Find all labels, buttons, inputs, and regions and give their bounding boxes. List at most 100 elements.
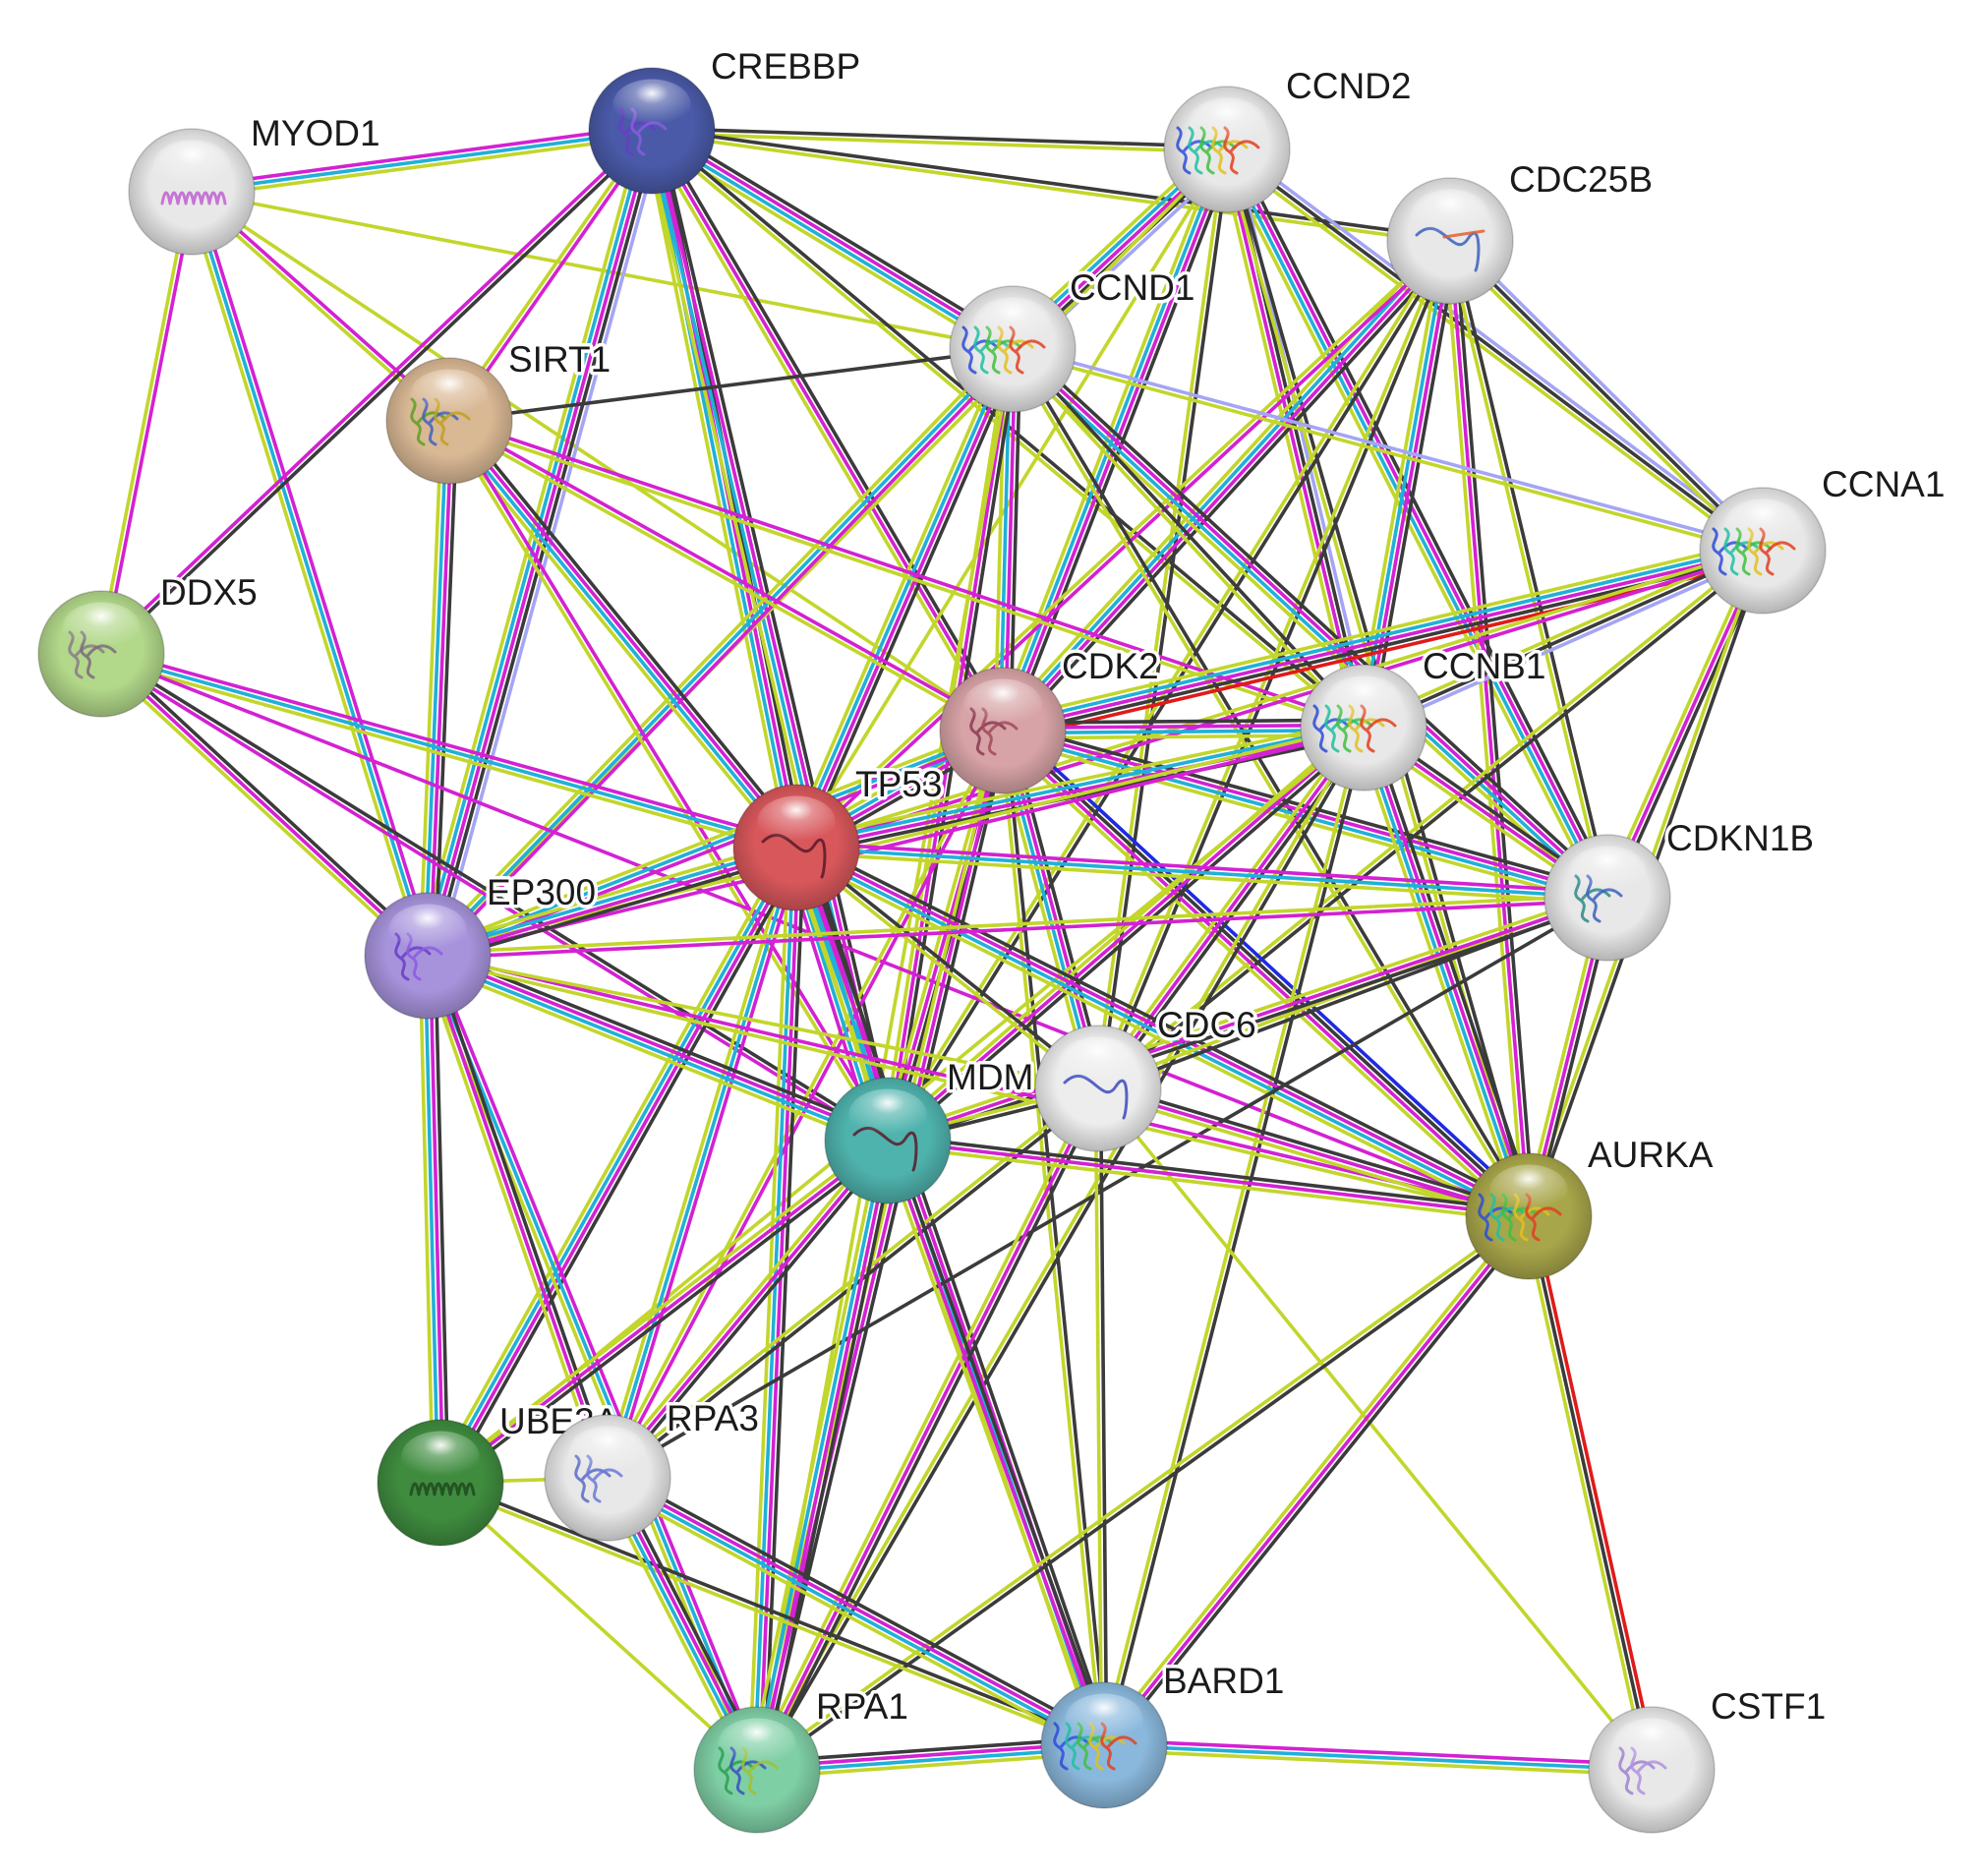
edge-cdc6-cstf1[interactable] (1096, 1086, 1654, 1772)
edge-evidence-text (425, 723, 1366, 956)
edge-cdc6-rpa1[interactable] (750, 1084, 1105, 1775)
edge-mdm2-bard1[interactable] (881, 1137, 1111, 1749)
edge-evidence-hom (1451, 235, 1769, 550)
edge-cdc25b-aurka[interactable] (1443, 238, 1536, 1219)
edge-crebbp-ddx5[interactable] (97, 127, 656, 658)
node-myod1[interactable]: MYOD1 (128, 109, 383, 256)
edge-mdm2-aurka[interactable] (885, 1134, 1532, 1223)
edge-ccnb1-mdm2[interactable] (882, 722, 1369, 1146)
node-label: RPA3 (667, 1398, 759, 1438)
edge-ccnd1-sirt1[interactable] (447, 347, 1015, 423)
node-aurka[interactable]: AURKA (1465, 1131, 1717, 1280)
edge-cdkn1b-rpa3[interactable] (606, 896, 1609, 1480)
edge-evidence-text (1096, 1086, 1654, 1772)
node-ccnd2[interactable]: CCND2 (1163, 62, 1415, 213)
edge-cdc6-aurka[interactable] (1094, 1082, 1533, 1223)
edge-evidence-text (885, 1143, 1531, 1223)
edge-crebbp-cdk2[interactable] (645, 126, 1010, 735)
edge-ddx5-ep300[interactable] (95, 648, 434, 962)
edge-sirt1-tp53[interactable] (441, 414, 804, 854)
node-ccna1[interactable]: CCNA1 (1699, 460, 1949, 615)
edge-ccnd1-ep300[interactable] (422, 343, 1019, 962)
node-sirt1[interactable]: SIRT1 (385, 335, 614, 485)
edge-evidence-coexp (447, 347, 1015, 423)
edge-aurka-cstf1[interactable] (1522, 1213, 1659, 1773)
edge-sirt1-ep300[interactable] (418, 418, 459, 959)
node-ccnd1[interactable]: CCND1 (949, 264, 1198, 413)
node-rpa1[interactable]: RPA1 (693, 1682, 911, 1834)
edge-cdk2-bard1[interactable] (998, 728, 1109, 1748)
edge-ccnd2-ep300[interactable] (426, 147, 1229, 958)
edge-tp53-ube3a[interactable] (432, 842, 805, 1489)
node-bard1[interactable]: BARD1 (1040, 1657, 1288, 1809)
edge-ep300-ube3a[interactable] (418, 954, 450, 1485)
edge-mdm2-rpa3[interactable] (602, 1135, 894, 1484)
edge-ccnd2-cdkn1b[interactable] (1218, 144, 1616, 904)
edge-myod1-cdk2[interactable] (190, 190, 1005, 733)
edge-cdc25b-cdkn1b[interactable] (1445, 238, 1612, 901)
edge-cdc6-bard1[interactable] (1093, 1086, 1109, 1747)
node-cdc6[interactable]: CDC6 (1034, 1001, 1259, 1152)
edge-ccna1-cdc6[interactable] (1094, 547, 1767, 1092)
edge-evidence-coexp (1098, 1086, 1109, 1747)
edge-evidence-exp (426, 954, 610, 1480)
edge-bard1-cstf1[interactable] (1101, 1738, 1655, 1777)
edge-tp53-cdc6[interactable] (792, 844, 1102, 1092)
edge-ccnd2-ccna1[interactable] (1222, 144, 1768, 557)
edge-tp53-ep300[interactable] (424, 838, 800, 966)
edge-tp53-rpa1[interactable] (747, 845, 806, 1773)
edge-aurka-bard1[interactable] (1098, 1210, 1535, 1751)
edge-aurka-rpa1[interactable] (753, 1212, 1533, 1774)
edge-ccna1-cdkn1b[interactable] (1601, 547, 1770, 902)
edge-ep300-mdm2[interactable] (423, 946, 893, 1150)
node-crebbp[interactable]: CREBBP (588, 42, 864, 195)
edge-tp53-cdkn1b[interactable] (793, 841, 1610, 905)
edge-ccnd1-tp53[interactable] (787, 344, 1021, 852)
edge-ccnb1-rpa1[interactable] (752, 724, 1369, 1774)
edge-ccnb1-aurka[interactable] (1354, 723, 1539, 1221)
edge-ccna1-tp53[interactable] (793, 546, 1766, 852)
node-cstf1[interactable]: CSTF1 (1588, 1682, 1830, 1834)
node-cdkn1b[interactable]: CDKN1B (1543, 814, 1818, 962)
edge-ccnd1-aurka[interactable] (1008, 345, 1534, 1220)
edge-sirt1-cdk2[interactable] (445, 416, 1007, 735)
node-ep300[interactable]: EP300 (364, 868, 600, 1020)
edge-cdkn1b-ep300[interactable] (426, 893, 1609, 961)
edge-crebbp-ccnd2[interactable] (650, 126, 1229, 154)
node-cdc25b[interactable]: CDC25B (1386, 155, 1657, 305)
edge-rpa3-bard1[interactable] (602, 1469, 1110, 1754)
node-ccnb1[interactable]: CCNB1 (1300, 642, 1549, 791)
node-rpa3[interactable]: RPA3 (544, 1394, 762, 1542)
edge-ep300-aurka[interactable] (425, 951, 1532, 1221)
edge-mdm2-ube3a[interactable] (436, 1135, 893, 1489)
node-mdm2[interactable]: MDM (824, 1053, 1037, 1204)
node-tp53[interactable]: TP53 (732, 760, 946, 911)
edge-ddx5-tp53[interactable] (97, 647, 800, 854)
edge-mdm2-rpa1[interactable] (747, 1137, 898, 1774)
edge-tp53-rpa3[interactable] (601, 844, 803, 1482)
edge-cdk2-rpa1[interactable] (750, 728, 1010, 1773)
edge-cdk2-aurka[interactable] (995, 723, 1537, 1224)
node-ddx5[interactable]: DDX5 (37, 568, 261, 718)
edge-sirt1-mdm2[interactable] (444, 417, 893, 1144)
edge-cdc25b-ccna1[interactable] (1444, 235, 1769, 557)
node-ube3a[interactable]: UBE3A (377, 1397, 622, 1547)
node-cdk2[interactable]: CDK2 (939, 642, 1162, 794)
edge-evidence-exp (795, 843, 1532, 1216)
edge-ccna1-cdk2[interactable] (998, 539, 1768, 742)
edge-ccnb1-ep300[interactable] (425, 723, 1367, 961)
edge-ddx5-mdm2[interactable] (97, 649, 892, 1145)
edge-ep300-rpa3[interactable] (421, 952, 614, 1482)
edge-myod1-crebbp[interactable] (189, 124, 655, 199)
edge-evidence-coexp (1006, 244, 1458, 738)
edge-ccnd1-ccna1[interactable] (1010, 344, 1766, 556)
edge-evidence-coexp (1369, 723, 1539, 1216)
edge-ep300-cdc6[interactable] (426, 954, 1100, 1090)
edge-ube3a-rpa1[interactable] (438, 1481, 759, 1772)
edge-evidence-coexp (1369, 240, 1460, 732)
edge-tp53-aurka[interactable] (790, 839, 1535, 1225)
edge-ube3a-bard1[interactable] (437, 1478, 1107, 1750)
edge-myod1-ddx5[interactable] (96, 189, 197, 657)
edge-ccnb1-bard1[interactable] (1099, 725, 1369, 1748)
edge-evidence-text (602, 1135, 886, 1477)
